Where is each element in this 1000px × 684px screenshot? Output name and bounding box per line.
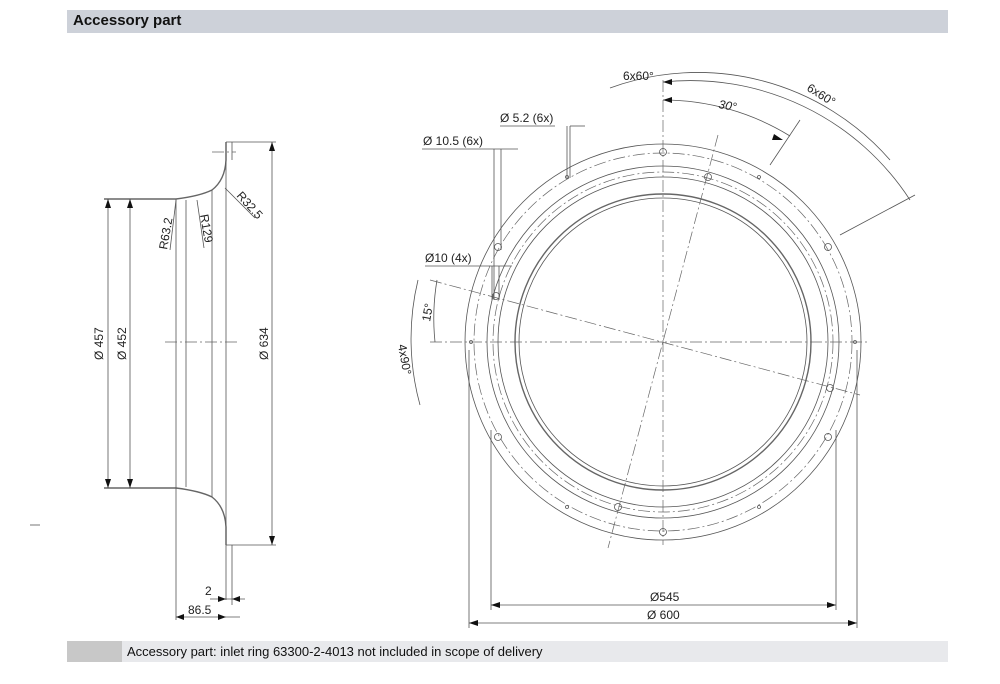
label-hole-5-2: Ø 5.2 (6x) [500, 111, 553, 125]
dim-86-5: 86.5 [188, 603, 212, 617]
dim-6x60-left: 6x60° [623, 69, 654, 83]
dim-d457: Ø 457 [92, 327, 106, 360]
footer-gray-cell [67, 641, 122, 662]
dim-15deg: 15° [419, 302, 436, 322]
dim-d545: Ø545 [650, 590, 680, 604]
front-view: 6x60° 6x60° 30° Ø 5.2 (6x) Ø 10.5 (6x) Ø… [395, 69, 916, 628]
dim-r63: R63.2 [156, 216, 175, 250]
dim-r32: R32.5 [234, 189, 266, 222]
dim-30deg: 30° [717, 97, 738, 114]
side-view: Ø 457 Ø 452 Ø 634 R63.2 R129 R32.5 2 86.… [92, 141, 276, 620]
footer-note: Accessory part: inlet ring 63300-2-4013 … [127, 644, 543, 659]
footer-note-bar: Accessory part: inlet ring 63300-2-4013 … [67, 641, 948, 662]
ring-profile-top [104, 142, 227, 200]
section-header: Accessory part [67, 10, 948, 33]
dim-d452: Ø 452 [115, 327, 129, 360]
label-hole-10-5: Ø 10.5 (6x) [423, 134, 483, 148]
dim-r129: R129 [197, 213, 216, 244]
dim-d634: Ø 634 [257, 327, 271, 360]
dim-2: 2 [205, 584, 212, 598]
ring-profile-bottom [104, 487, 227, 545]
bolt-holes [469, 148, 857, 536]
section-title: Accessory part [73, 12, 182, 29]
dim-d600: Ø 600 [647, 608, 680, 622]
label-hole-10: Ø10 (4x) [425, 251, 472, 265]
dim-4x90: 4x90° [395, 343, 414, 376]
